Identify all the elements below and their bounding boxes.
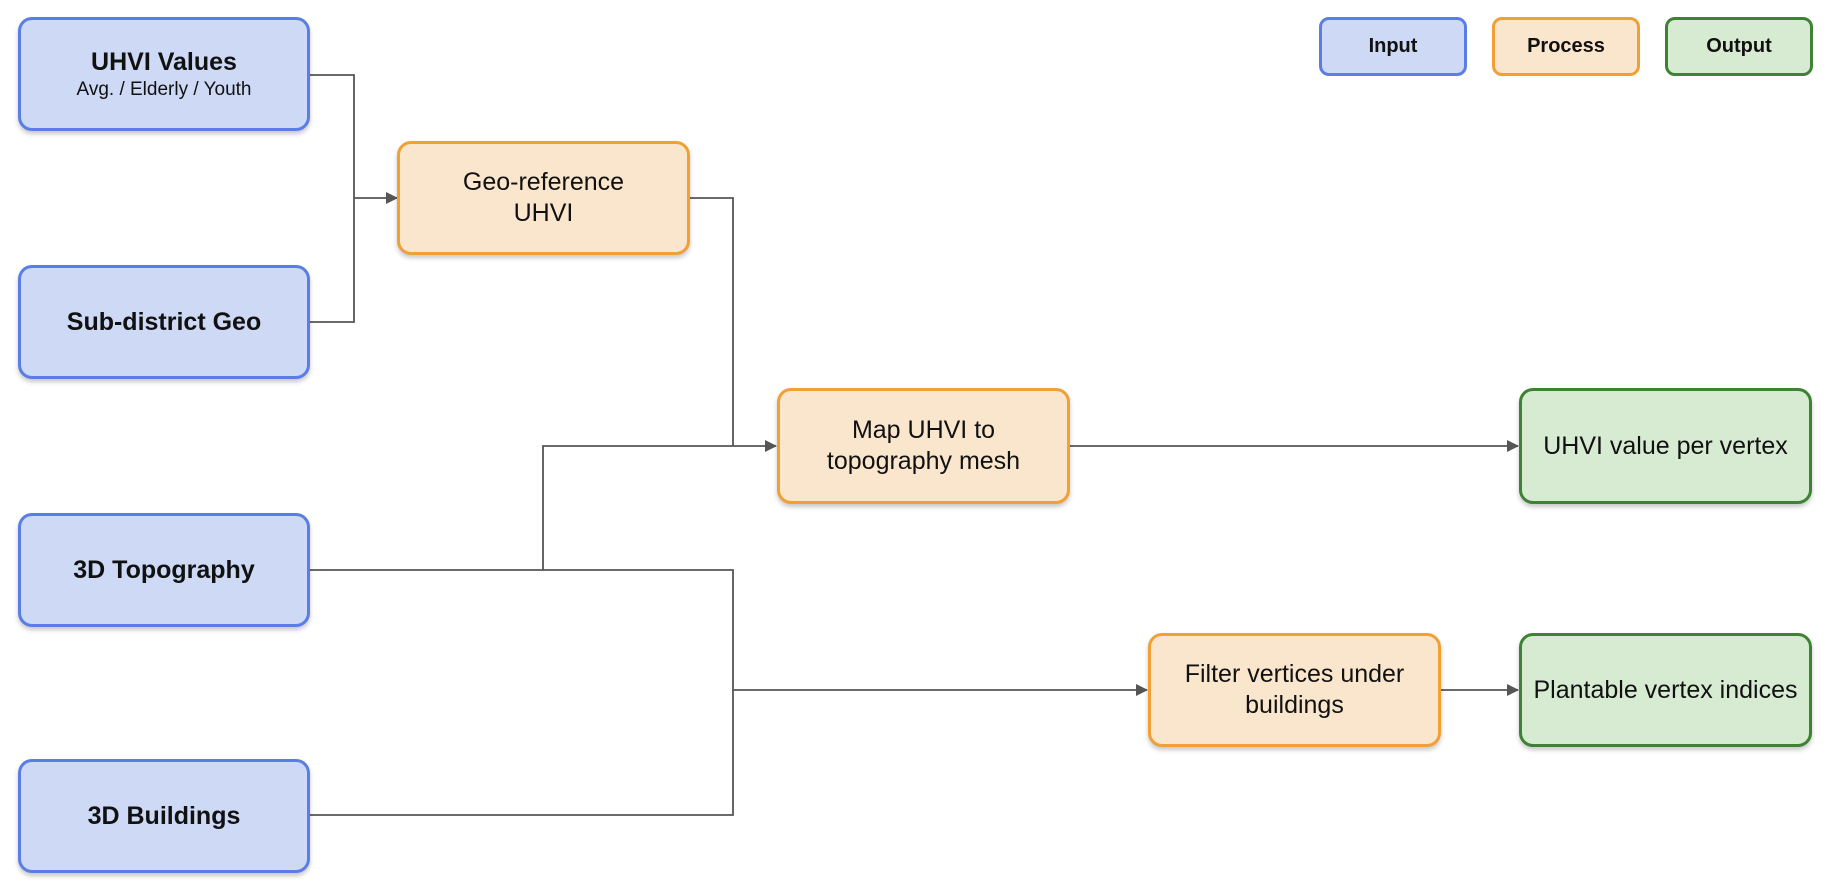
connector-georeference-to-map	[690, 197, 734, 446]
connector-topography-to-map	[310, 445, 733, 571]
node-map-uhvi-topography-label: Map UHVI to topography mesh	[826, 416, 1021, 475]
node-uhvi-value-per-vertex-label: UHVI value per vertex	[1543, 431, 1788, 460]
node-subdistrict-geo-label: Sub-district Geo	[66, 308, 262, 336]
legend-output: Output	[1665, 17, 1813, 76]
node-uhvi-values-title: UHVI Values	[91, 48, 237, 76]
node-3d-topography: 3D Topography	[18, 513, 310, 627]
legend-input: Input	[1319, 17, 1467, 76]
node-3d-buildings: 3D Buildings	[18, 759, 310, 873]
legend-process-label: Process	[1527, 35, 1605, 57]
legend-output-label: Output	[1706, 35, 1772, 57]
connector-topography-to-filter	[543, 569, 734, 690]
legend-process: Process	[1492, 17, 1640, 76]
legend-input-label: Input	[1368, 35, 1418, 57]
node-3d-topography-label: 3D Topography	[73, 556, 255, 584]
connector-buildings-to-filter	[310, 690, 734, 816]
node-georeference-uhvi: Geo-reference UHVI	[397, 141, 690, 255]
node-uhvi-value-per-vertex: UHVI value per vertex	[1519, 388, 1812, 504]
node-uhvi-values: UHVI Values Avg. / Elderly / Youth	[18, 17, 310, 131]
node-plantable-vertex-indices-label: Plantable vertex indices	[1533, 675, 1798, 704]
node-subdistrict-geo: Sub-district Geo	[18, 265, 310, 379]
node-filter-vertices-label: Filter vertices under buildings	[1184, 660, 1405, 719]
connector-uhvi-to-junction	[310, 74, 355, 198]
node-plantable-vertex-indices: Plantable vertex indices	[1519, 633, 1812, 747]
node-uhvi-values-subtitle: Avg. / Elderly / Youth	[76, 79, 252, 100]
connector-subdistrict-to-junction	[310, 198, 355, 323]
node-filter-vertices: Filter vertices under buildings	[1148, 633, 1441, 747]
node-georeference-uhvi-label: Geo-reference UHVI	[462, 168, 625, 227]
node-3d-buildings-label: 3D Buildings	[87, 802, 241, 830]
node-map-uhvi-topography: Map UHVI to topography mesh	[777, 388, 1070, 504]
